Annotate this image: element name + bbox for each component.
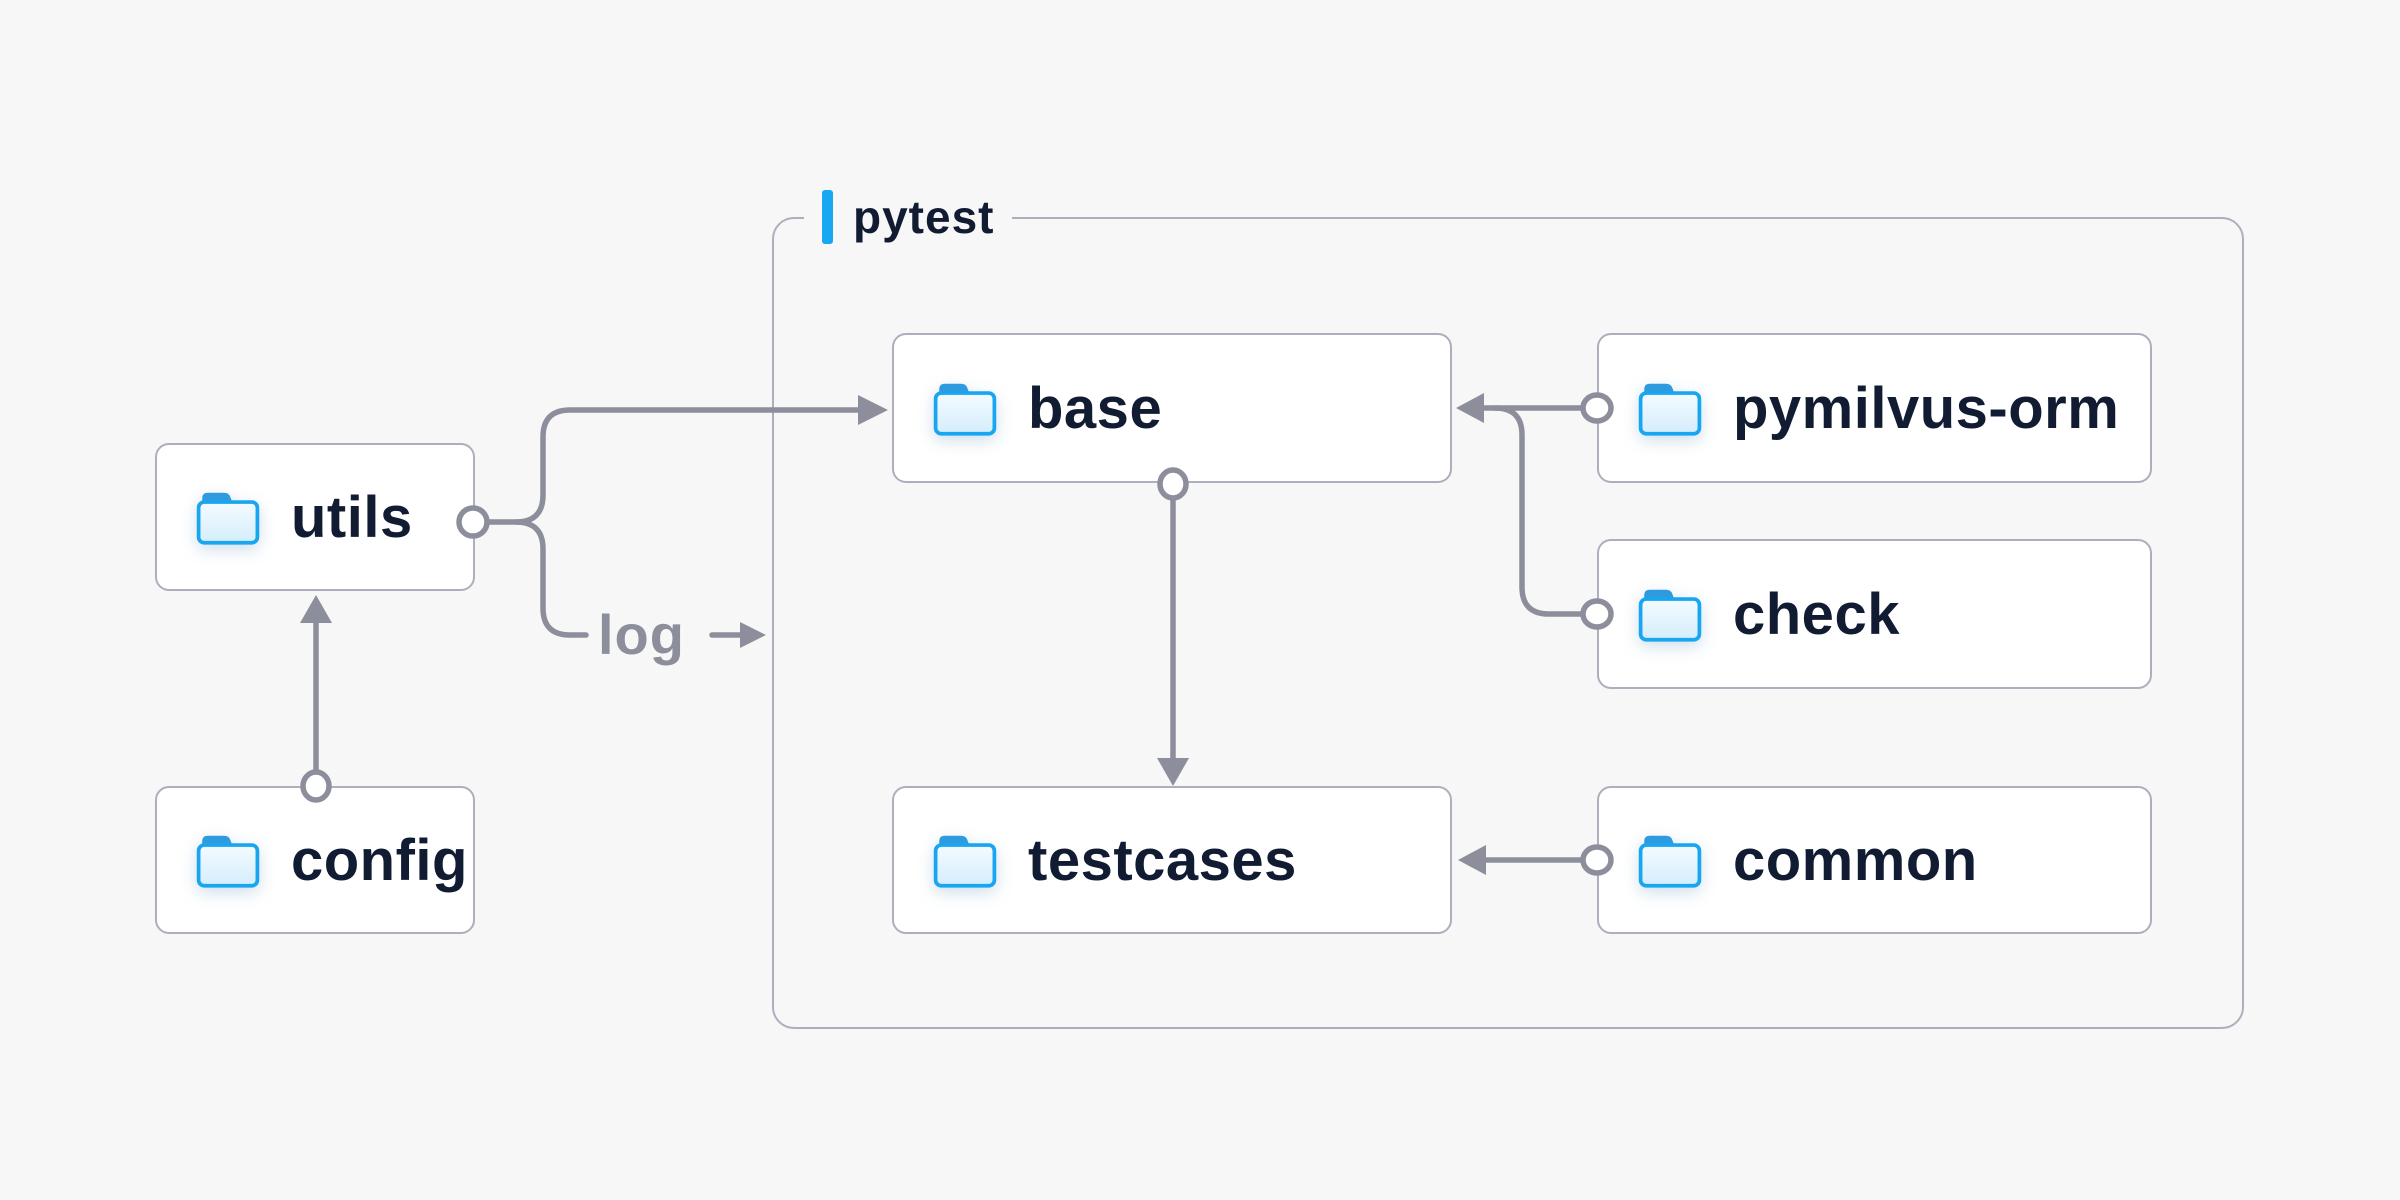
pytest-group-box [772,217,2244,1029]
folder-icon [1637,379,1703,437]
node-config: config [155,786,475,934]
edge-utils-to-log [513,519,589,638]
arrowhead-into-utils-bottom [300,595,332,623]
folder-icon [195,488,261,546]
node-utils: utils [155,443,475,591]
node-pymilvus-orm: pymilvus-orm [1597,333,2152,483]
node-check: check [1597,539,2152,689]
folder-icon [195,831,261,889]
accent-bar [822,190,833,244]
node-label: config [291,827,468,893]
node-label: base [1028,375,1163,441]
folder-icon [932,831,998,889]
folder-icon [932,379,998,437]
edge-label-log: log [598,603,685,666]
node-label: utils [291,484,413,550]
node-label: check [1733,581,1900,647]
folder-icon [1637,585,1703,643]
node-label: common [1733,827,1978,893]
node-label: pymilvus-orm [1733,375,2120,441]
node-common: common [1597,786,2152,934]
folder-icon [1637,831,1703,889]
group-title: pytest [853,191,995,243]
pytest-group-label: pytest [804,188,1013,246]
node-testcases: testcases [892,786,1452,934]
node-base: base [892,333,1452,483]
node-label: testcases [1028,827,1297,893]
arrowhead-log [740,622,766,648]
